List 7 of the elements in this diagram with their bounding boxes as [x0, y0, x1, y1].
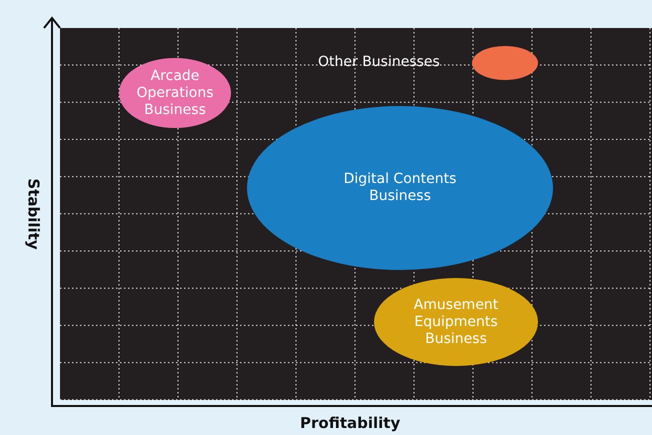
bubble: [472, 46, 538, 80]
bubble-label: Amusement Equipments Business: [412, 296, 500, 348]
axis-title: Stability: [24, 178, 43, 250]
axis-title: Profitability: [300, 414, 400, 432]
bubble-label: Other Businesses: [318, 54, 440, 70]
bubble-label: Arcade Operations Business: [136, 68, 214, 118]
bubble-label: Digital Contents Business: [342, 171, 458, 205]
